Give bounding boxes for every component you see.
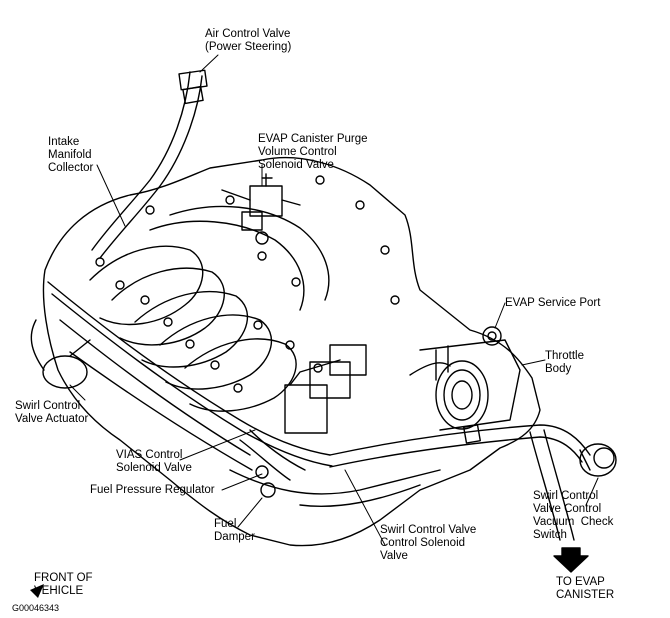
fuel-rail bbox=[47, 281, 441, 507]
label-evap-canister-purge-valve: EVAP Canister Purge Volume Control Solen… bbox=[258, 133, 368, 171]
throttle-body-shape bbox=[409, 326, 521, 431]
label-vacuum-check-switch: Swirl Control Valve Control Vacuum Check… bbox=[533, 490, 614, 541]
evap-purge-valve-shape bbox=[221, 173, 301, 245]
front-of-vehicle-arrow bbox=[30, 584, 44, 598]
leader-lines bbox=[69, 54, 599, 546]
intake-runners bbox=[89, 205, 330, 412]
label-front-of-vehicle: FRONT OF VEHICLE bbox=[34, 572, 93, 597]
label-intake-manifold-collector: Intake Manifold Collector bbox=[48, 136, 94, 174]
solenoid-cluster bbox=[239, 344, 367, 498]
label-vias-control-solenoid-valve: VIAS Control Solenoid Valve bbox=[116, 449, 192, 474]
to-evap-canister-arrow bbox=[553, 547, 589, 573]
vacuum-hose bbox=[329, 424, 591, 468]
label-fuel-pressure-regulator: Fuel Pressure Regulator bbox=[90, 484, 215, 496]
label-swirl-control-valve-control-solenoid-valve: Swirl Control Valve Control Solenoid Val… bbox=[380, 524, 477, 562]
label-to-evap-canister: TO EVAP CANISTER bbox=[556, 576, 615, 601]
label-swirl-control-valve-actuator: Swirl Control Valve Actuator bbox=[15, 400, 89, 425]
label-air-control-valve: Air Control Valve (Power Steering) bbox=[205, 28, 292, 53]
label-evap-service-port: EVAP Service Port bbox=[505, 297, 601, 309]
evap-hose bbox=[529, 429, 575, 541]
figure-id: G00046343 bbox=[12, 603, 60, 613]
label-throttle-body: Throttle Body bbox=[545, 350, 584, 375]
label-fuel-damper: Fuel Damper bbox=[214, 518, 255, 543]
power-steering-hose bbox=[91, 69, 208, 259]
manifold-bolts bbox=[95, 175, 400, 393]
vacuum-check-switch-shape bbox=[579, 443, 617, 477]
swirl-actuator-shape bbox=[30, 319, 91, 389]
engine-outline bbox=[42, 156, 541, 547]
